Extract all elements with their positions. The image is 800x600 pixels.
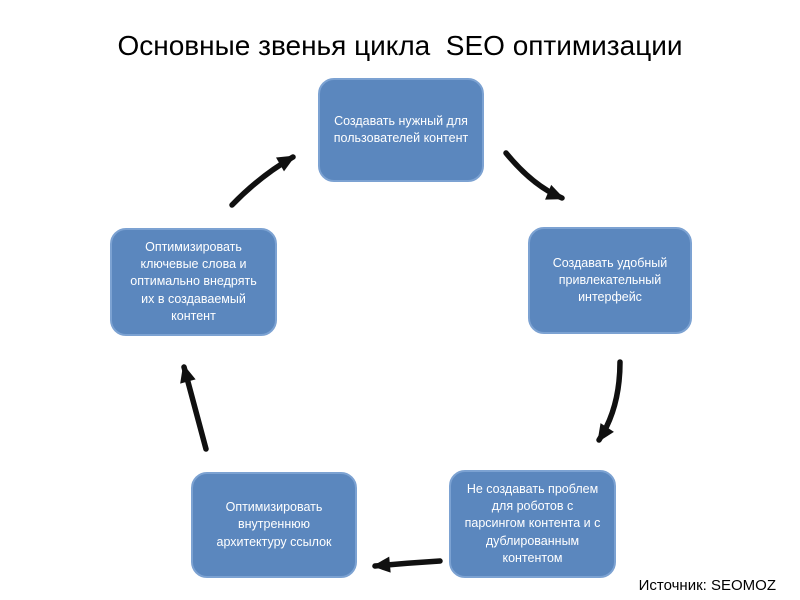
- arrow-keywords-to-create-icon: [229, 154, 296, 208]
- node-link-architecture: Оптимизировать внутреннюю архитектуру сс…: [191, 472, 357, 578]
- node-keywords: Оптимизировать ключевые слова и оптималь…: [110, 228, 277, 336]
- source-credit: Источник: SEOMOZ: [638, 577, 776, 594]
- node-label: Не создавать проблем для роботов с парси…: [464, 481, 601, 565]
- arrow-create-to-interface-icon: [503, 150, 565, 201]
- arrow-robots-to-architecture-icon: [372, 556, 443, 573]
- arrow-interface-to-robots-icon: [596, 359, 623, 443]
- node-label: Создавать удобный привлекательный интерф…: [552, 255, 668, 305]
- slide-title: Основные звенья цикла SEO оптимизации: [117, 30, 683, 61]
- node-no-robot-problems: Не создавать проблем для роботов с парси…: [449, 470, 616, 578]
- node-label: Создавать нужный для пользователей конте…: [333, 113, 469, 145]
- arrow-architecture-to-keywords-icon: [180, 364, 209, 452]
- node-create-content: Создавать нужный для пользователей конте…: [318, 78, 484, 182]
- node-label: Оптимизировать внутреннюю архитектуру сс…: [216, 500, 332, 549]
- node-label: Оптимизировать ключевые слова и оптималь…: [130, 239, 257, 323]
- node-friendly-interface: Создавать удобный привлекательный интерф…: [528, 227, 692, 334]
